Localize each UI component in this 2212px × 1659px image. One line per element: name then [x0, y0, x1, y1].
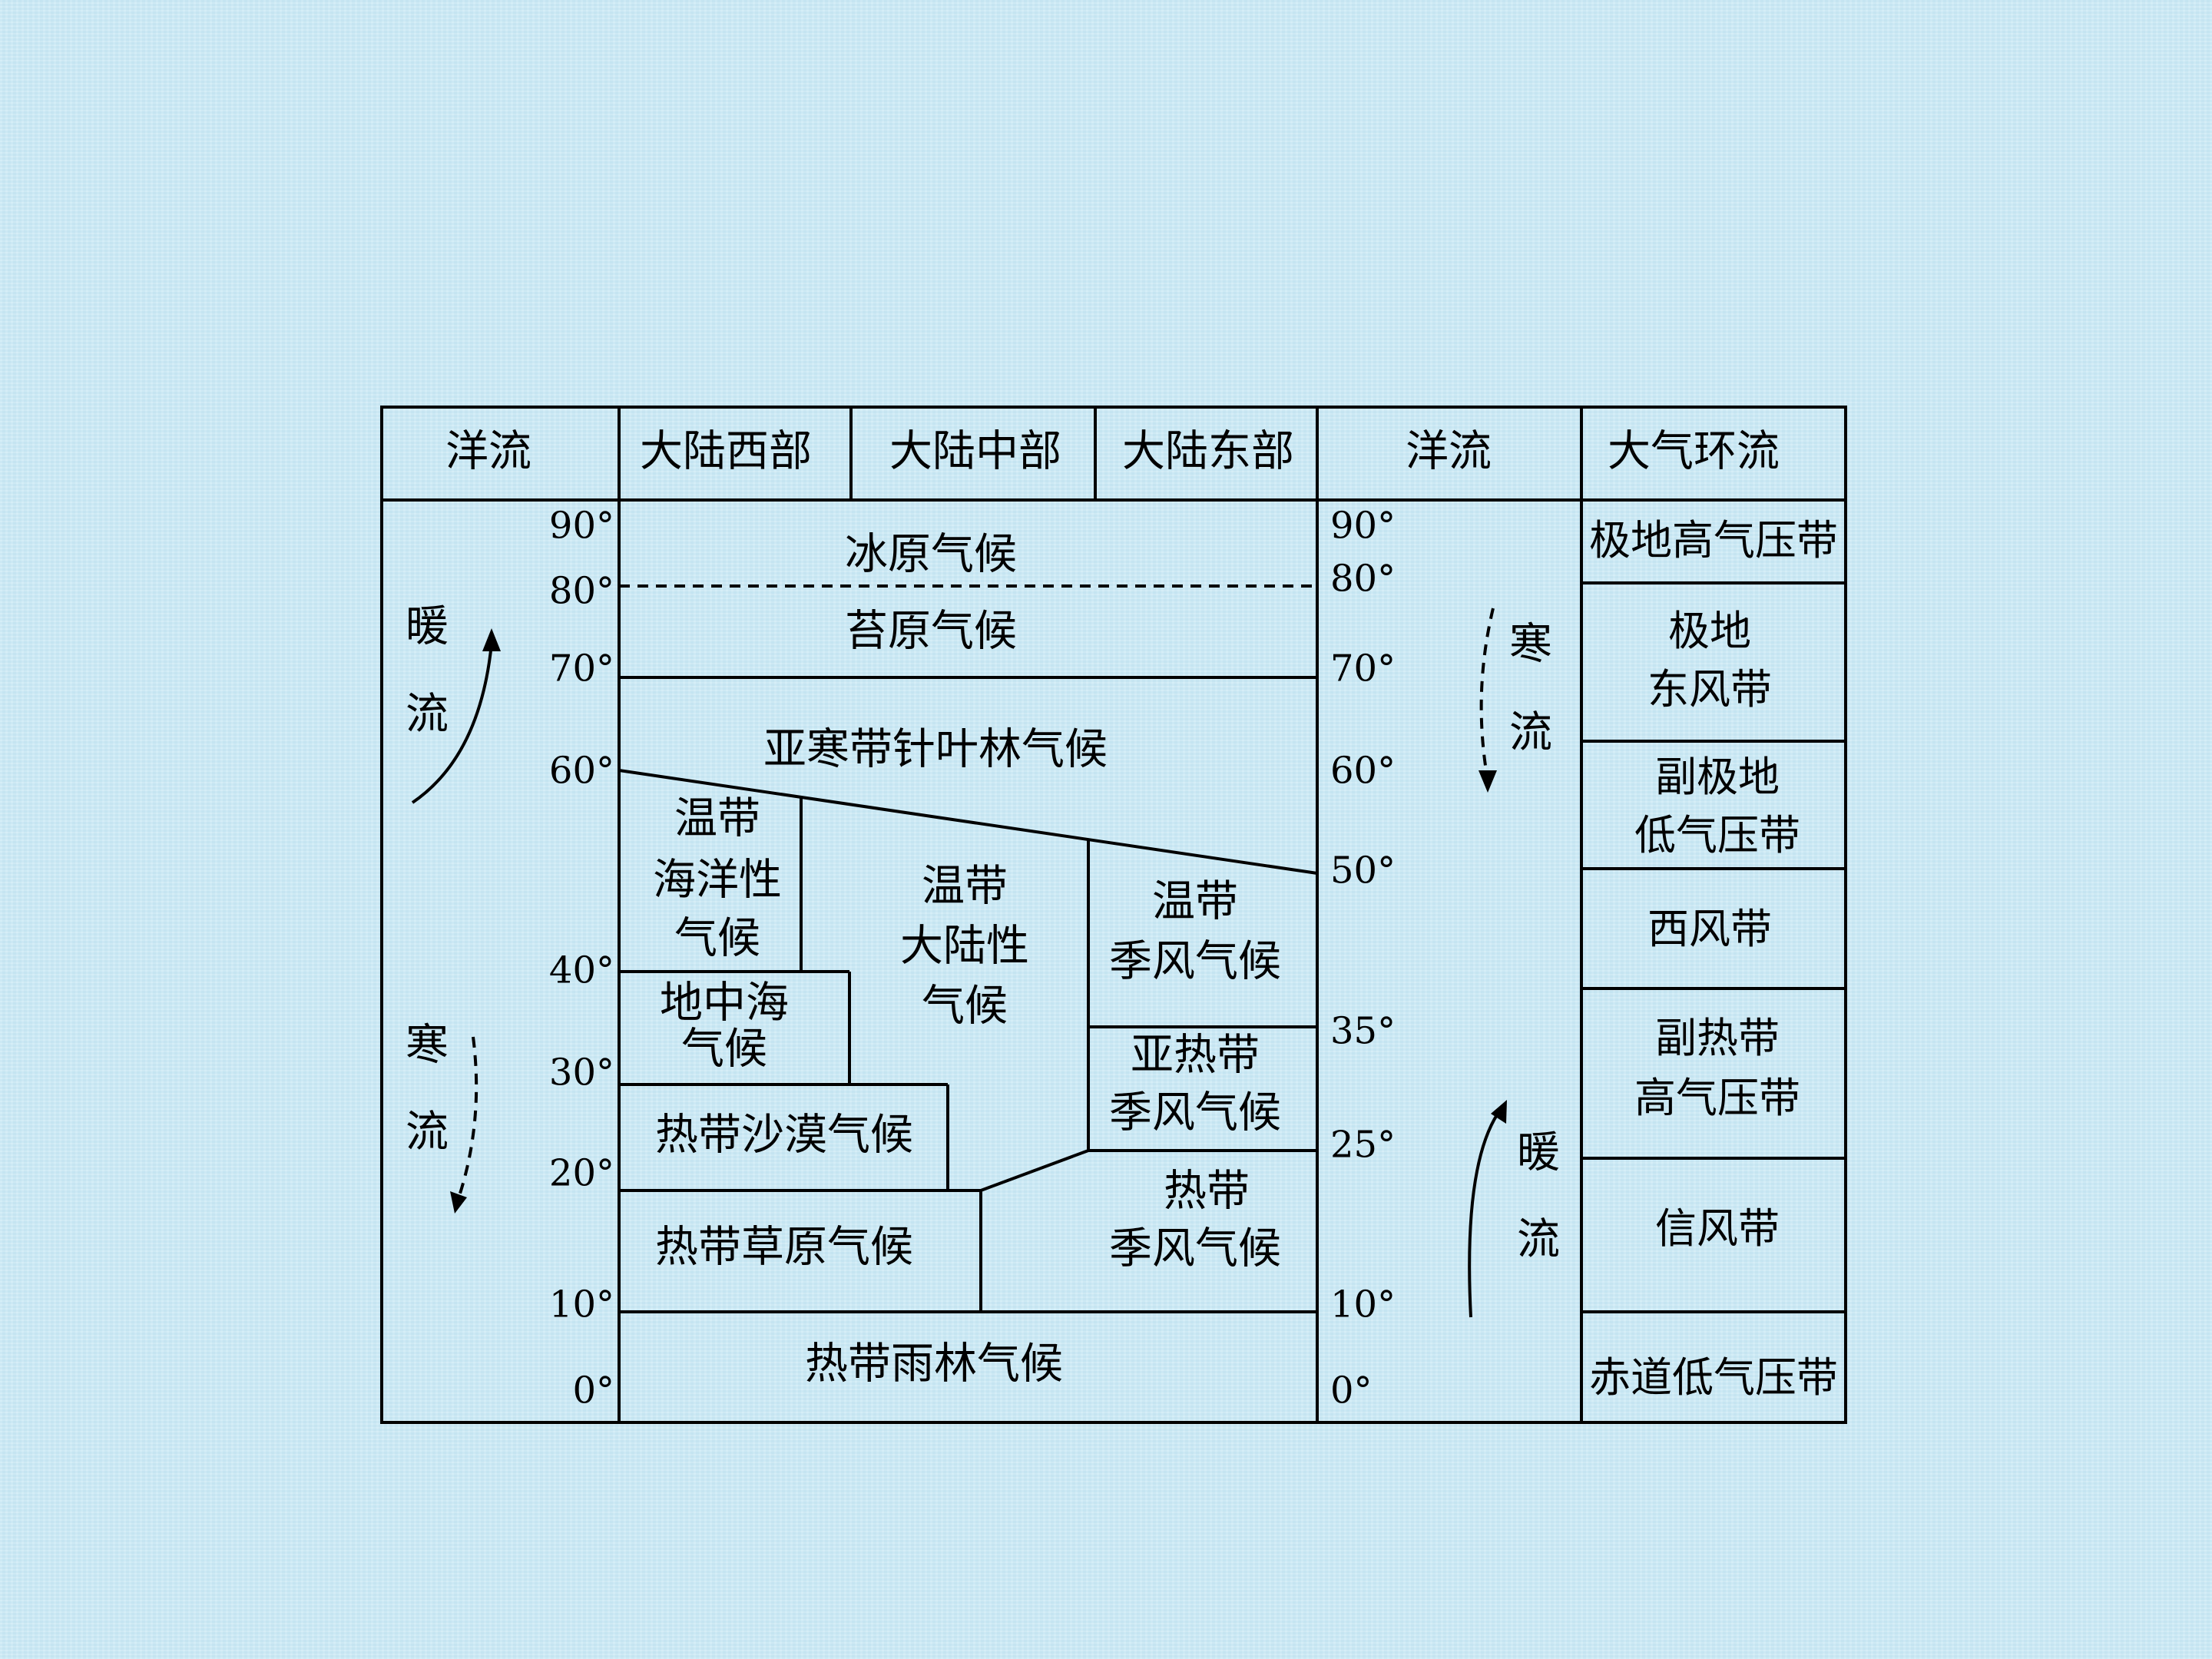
left-cold-arrow — [457, 1036, 478, 1199]
right-lat-50: 50° — [1330, 849, 1396, 892]
zone-subtropical-monsoon-2: 季风气候 — [1109, 1088, 1281, 1138]
zone-temperate-maritime-3: 气候 — [674, 914, 760, 964]
right-lat-25: 25° — [1330, 1124, 1396, 1167]
left-warm-arrow — [411, 643, 493, 804]
climate-zones: 冰原气候 苔原气候 亚寒带针叶林气候 温带 海洋性 气候 温带 大陆性 气候 温… — [653, 530, 1281, 1389]
table-grid — [380, 406, 1847, 1424]
left-lat-90: 90° — [549, 505, 614, 548]
right-warm-label-1: 暖 — [1517, 1128, 1560, 1178]
belt-subpolar-low-1: 副极地 — [1655, 753, 1780, 801]
zone-temperate-maritime-1: 温带 — [674, 794, 760, 844]
belt-subtropical-high-1: 副热带 — [1655, 1014, 1780, 1062]
left-warm-arrowhead — [482, 628, 501, 651]
right-lat-70: 70° — [1330, 647, 1396, 690]
left-cold-label-2: 流 — [406, 1108, 449, 1157]
right-warm-label-2: 流 — [1517, 1215, 1560, 1265]
zone-subarctic: 亚寒带针叶林气候 — [763, 725, 1108, 775]
zone-temperate-maritime-2: 海洋性 — [653, 856, 782, 906]
zone-tropical-rainforest: 热带雨林气候 — [805, 1339, 1063, 1389]
header-east: 大陆东部 — [1122, 427, 1294, 477]
belt-polar-easterlies-1: 极地 — [1668, 607, 1751, 655]
zone-tropical-monsoon-1: 热带 — [1164, 1167, 1250, 1217]
belt-subtropical-high-2: 高气压带 — [1634, 1074, 1800, 1122]
right-lat-35: 35° — [1330, 1010, 1396, 1053]
belt-trade-winds: 信风带 — [1655, 1204, 1780, 1253]
right-lat-10: 10° — [1330, 1283, 1396, 1326]
left-lat-30: 30° — [549, 1051, 614, 1094]
zone-tropical-monsoon-2: 季风气候 — [1109, 1224, 1281, 1274]
boundary-grassland-slope — [980, 1149, 1089, 1192]
header-circulation: 大气环流 — [1608, 427, 1780, 477]
left-lat-40: 40° — [549, 949, 614, 992]
left-lat-80: 80° — [549, 570, 614, 613]
header-middle: 大陆中部 — [889, 427, 1061, 477]
belt-polar-easterlies-2: 东风带 — [1647, 665, 1772, 714]
right-cold-arrow — [1479, 608, 1495, 777]
zone-ice-cap: 冰原气候 — [845, 530, 1017, 580]
wind-belts: 极地高气压带 极地 东风带 副极地 低气压带 西风带 副热带 高气压带 信风带 … — [1589, 516, 1838, 1402]
boundary-subarctic-slope — [618, 769, 1318, 875]
right-warm-arrowhead — [1491, 1100, 1507, 1124]
current-arrows — [411, 608, 1507, 1318]
right-lat-80: 80° — [1330, 558, 1396, 601]
right-warm-arrow — [1468, 1112, 1499, 1318]
zone-tundra: 苔原气候 — [845, 607, 1017, 657]
current-labels: 暖 流 寒 流 寒 流 暖 流 — [406, 602, 1560, 1265]
zone-temperate-monsoon-2: 季风气候 — [1109, 937, 1281, 987]
right-latitude-scale: 90° 80° 70° 60° 50° 35° 25° 10° 0° — [1330, 505, 1396, 1412]
left-lat-20: 20° — [549, 1152, 614, 1195]
zone-subtropical-monsoon-1: 亚热带 — [1131, 1031, 1260, 1081]
left-lat-0: 0° — [572, 1369, 614, 1412]
left-warm-label-1: 暖 — [406, 602, 449, 652]
zone-temperate-continental-1: 温带 — [922, 862, 1008, 912]
right-lat-0: 0° — [1330, 1369, 1373, 1412]
left-latitude-scale: 90° 80° 70° 60° 40° 30° 20° 10° 0° — [549, 505, 614, 1412]
zone-temperate-continental-3: 气候 — [922, 982, 1008, 1031]
right-lat-60: 60° — [1330, 750, 1396, 793]
zone-tropical-desert: 热带沙漠气候 — [655, 1111, 913, 1161]
table-border — [380, 406, 1847, 1424]
zone-temperate-continental-2: 大陆性 — [900, 922, 1029, 972]
header-right-current: 洋流 — [1406, 427, 1492, 477]
header-row: 洋流 大陆西部 大陆中部 大陆东部 洋流 大气环流 — [445, 427, 1780, 477]
belt-polar-high: 极地高气压带 — [1589, 516, 1838, 565]
right-cold-label-2: 流 — [1509, 708, 1552, 758]
left-lat-10: 10° — [549, 1283, 614, 1326]
zone-mediterranean-2: 气候 — [681, 1025, 767, 1075]
left-warm-label-2: 流 — [406, 690, 449, 740]
right-cold-arrowhead — [1479, 770, 1497, 793]
header-west: 大陆西部 — [640, 427, 812, 477]
zone-mediterranean-1: 地中海 — [660, 979, 789, 1028]
right-cold-label-1: 寒 — [1509, 620, 1552, 670]
zone-temperate-monsoon-1: 温带 — [1152, 877, 1238, 927]
header-left-current: 洋流 — [445, 427, 531, 477]
zone-tropical-grassland: 热带草原气候 — [655, 1223, 913, 1273]
left-lat-70: 70° — [549, 647, 614, 690]
belt-westerlies: 西风带 — [1647, 905, 1772, 953]
right-lat-90: 90° — [1330, 505, 1396, 548]
belt-subpolar-low-2: 低气压带 — [1634, 811, 1800, 859]
left-lat-60: 60° — [549, 750, 614, 793]
left-cold-label-1: 寒 — [406, 1021, 449, 1071]
left-cold-arrowhead — [450, 1191, 467, 1214]
belt-equatorial-low: 赤道低气压带 — [1589, 1353, 1838, 1402]
